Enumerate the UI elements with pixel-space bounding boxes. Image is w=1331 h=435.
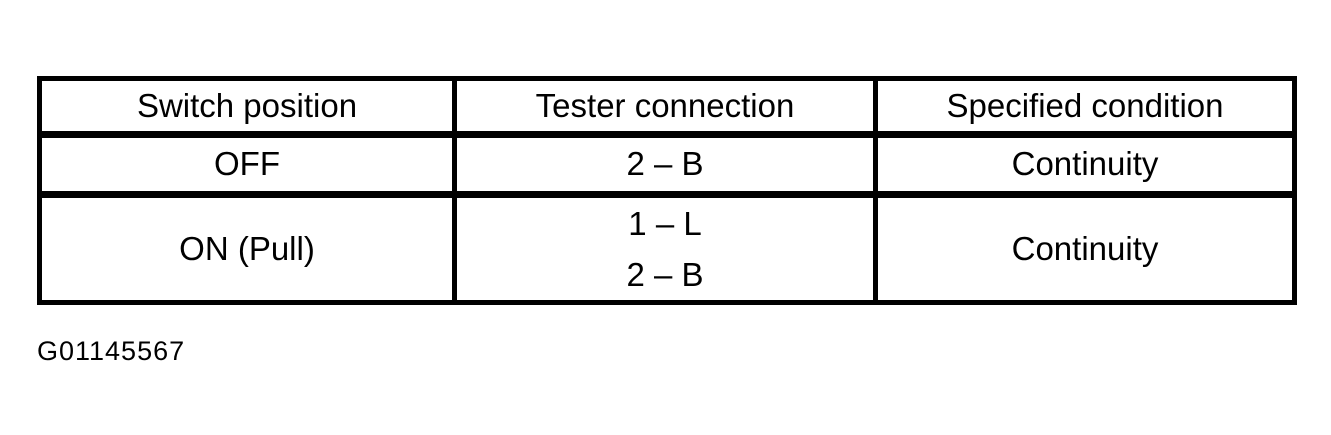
- tester-connection-line-1: 1 – L: [628, 205, 702, 242]
- figure-id-caption: G01145567: [37, 336, 186, 366]
- cell-tester-connection-on: 1 – L 2 – B: [452, 191, 878, 306]
- header-tester-connection: Tester connection: [452, 76, 878, 137]
- table-row-on-pull: ON (Pull) 1 – L 2 – B Continuity: [37, 191, 1297, 306]
- cell-specified-condition-off: Continuity: [873, 132, 1297, 197]
- cell-switch-position-off: OFF: [37, 132, 457, 197]
- table-header-row: Switch position Tester connection Specif…: [37, 76, 1297, 137]
- header-specified-condition: Specified condition: [873, 76, 1297, 137]
- table-row-off: OFF 2 – B Continuity: [37, 132, 1297, 197]
- tester-connection-line-2: 2 – B: [626, 256, 704, 294]
- cell-tester-connection-off: 2 – B: [452, 132, 878, 197]
- switch-continuity-table: Switch position Tester connection Specif…: [37, 76, 1297, 306]
- cell-switch-position-on: ON (Pull): [37, 191, 457, 306]
- header-switch-position: Switch position: [37, 76, 457, 137]
- cell-specified-condition-on: Continuity: [873, 191, 1297, 306]
